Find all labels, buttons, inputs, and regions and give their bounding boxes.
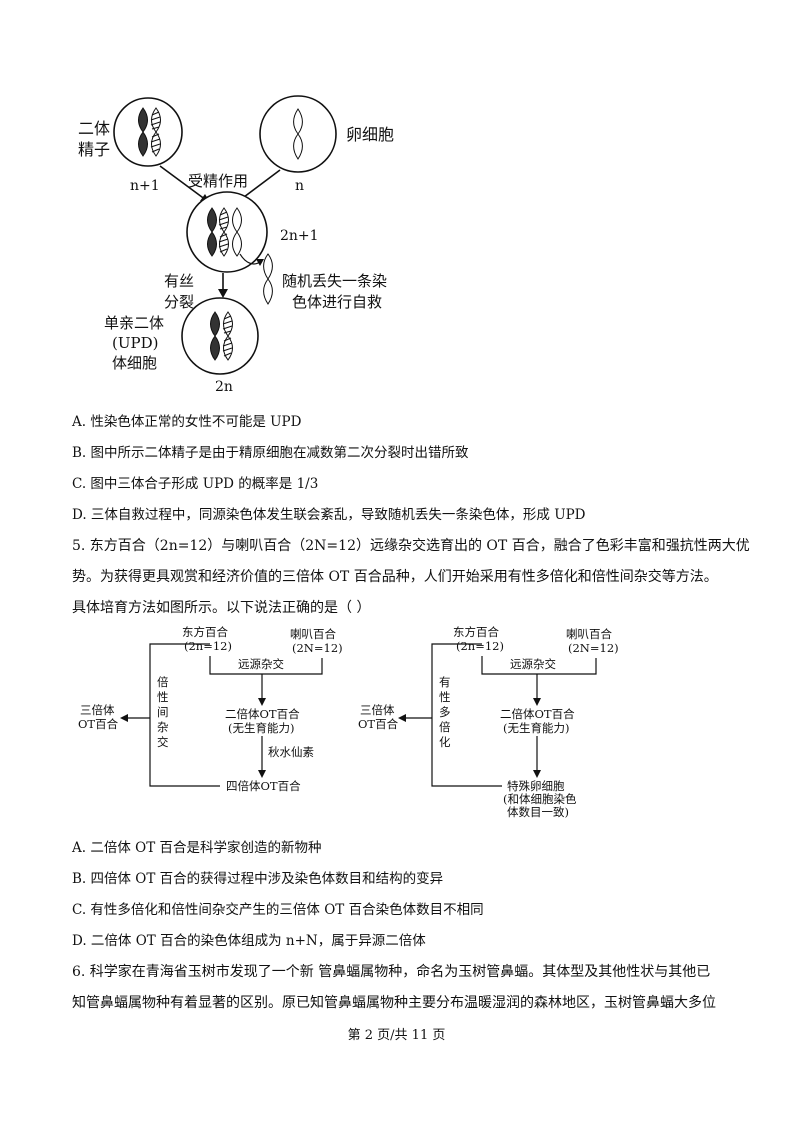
breeding-diagram: 东方百合 (2n=12) 喇叭百合 (2N=12) 远源杂交 二倍体OT百合 (… xyxy=(78,625,619,819)
left-colchicine: 秋水仙素 xyxy=(268,745,314,759)
q6-line-2: 知管鼻蝠属物种有着显著的区别。原已知管鼻蝠属物种主要分布温暖湿润的森林地区，玉树… xyxy=(72,995,716,1011)
right-side-2: 性 xyxy=(439,690,451,704)
loss-label-1: 随机丢失一条染 xyxy=(282,272,387,290)
right-parent1-ploidy: (2n=12) xyxy=(456,639,504,653)
left-result-2: OT百合 xyxy=(78,717,119,731)
upd-chromosomes xyxy=(210,311,233,361)
left-parent2-ploidy: (2N=12) xyxy=(292,641,343,655)
q5-option-b: B. 四倍体 OT 百合的获得过程中涉及染色体数目和结构的变异 xyxy=(72,871,444,887)
left-parent2-name: 喇叭百合 xyxy=(290,627,336,641)
right-result-1: 三倍体 xyxy=(360,703,395,717)
left-tetraploid: 四倍体OT百合 xyxy=(226,779,301,793)
right-sterile: (无生育能力) xyxy=(503,721,569,735)
q5-option-d: D. 二倍体 OT 百合的染色体组成为 n+N，属于异源二倍体 xyxy=(72,933,426,949)
upd-ploidy: 2n xyxy=(215,379,233,395)
zygote-cell xyxy=(186,191,268,273)
left-side-3: 间 xyxy=(157,705,169,719)
q5-line-2: 势。为获得更具观赏和经济价值的三倍体 OT 百合品种，人们开始采用有性多倍化和倍… xyxy=(72,569,718,585)
left-side-1: 倍 xyxy=(157,675,169,689)
q4-option-d: D. 三体自救过程中，同源染色体发生联会紊乱，导致随机丢失一条染色体，形成 UP… xyxy=(72,507,586,523)
sperm-label-2: 精子 xyxy=(78,140,110,159)
right-parent1-name: 东方百合 xyxy=(453,625,499,639)
egg-ploidy: n xyxy=(295,178,304,194)
mitosis-label-2: 分裂 xyxy=(164,293,194,311)
zygote-chromosomes xyxy=(207,207,242,257)
left-parent1-ploidy: (2n=12) xyxy=(184,639,232,653)
q4-option-c: C. 图中三体合子形成 UPD 的概率是 1/3 xyxy=(72,476,319,492)
q4-option-b: B. 图中所示二体精子是由于精原细胞在减数第二次分裂时出错所致 xyxy=(72,445,469,461)
q6-line-1: 6. 科学家在青海省玉树市发现了一个新 管鼻蝠属物种，命名为玉树管鼻蝠。其体型及… xyxy=(72,964,711,980)
egg-chromosome xyxy=(293,108,303,160)
right-parent2-name: 喇叭百合 xyxy=(566,627,612,641)
loss-label-2: 色体进行自救 xyxy=(292,293,382,311)
zygote-ploidy: 2n+1 xyxy=(280,228,319,244)
right-side-1: 有 xyxy=(439,675,451,689)
right-parent2-ploidy: (2N=12) xyxy=(568,641,619,655)
right-side-5: 化 xyxy=(439,735,451,749)
left-side-4: 杂 xyxy=(157,720,169,734)
upd-label-2: (UPD) xyxy=(112,334,158,352)
right-diploid: 二倍体OT百合 xyxy=(500,707,575,721)
upd-cell xyxy=(181,297,259,375)
q5-line-1: 5. 东方百合（2n=12）与喇叭百合（2N=12）远缘杂交选育出的 OT 百合… xyxy=(72,538,750,554)
q5-option-c: C. 有性多倍化和倍性间杂交产生的三倍体 OT 百合染色体数目不相同 xyxy=(72,902,484,918)
sperm-ploidy: n+1 xyxy=(130,178,160,194)
right-egg-2: (和体细胞染色 xyxy=(503,792,577,806)
right-side-4: 倍 xyxy=(439,720,451,734)
left-side-2: 性 xyxy=(157,690,169,704)
upd-diagram: 二体 精子 n+1 卵细胞 n 受精作用 2n+1 随机丢失一条染 色体进行自救… xyxy=(78,95,394,395)
fertilization-label: 受精作用 xyxy=(188,172,248,190)
sperm-label-1: 二体 xyxy=(78,119,110,138)
sperm-cell xyxy=(113,97,183,167)
right-result-2: OT百合 xyxy=(358,717,399,731)
right-egg-3: 体数目一致) xyxy=(507,805,569,819)
q4-option-a: A. 性染色体正常的女性不可能是 UPD xyxy=(72,414,302,430)
egg-label: 卵细胞 xyxy=(346,125,394,144)
lost-chromosome xyxy=(263,253,273,305)
right-egg-1: 特殊卵细胞 xyxy=(507,779,565,793)
left-parent1-name: 东方百合 xyxy=(182,625,228,639)
left-cross-label: 远源杂交 xyxy=(238,657,284,671)
left-diploid: 二倍体OT百合 xyxy=(225,707,300,721)
q5-option-a: A. 二倍体 OT 百合是科学家创造的新物种 xyxy=(72,840,322,856)
upd-label-3: 体细胞 xyxy=(112,354,157,372)
left-result-1: 三倍体 xyxy=(80,703,115,717)
page-footer: 第 2 页/共 11 页 xyxy=(347,1028,446,1043)
left-sterile: (无生育能力) xyxy=(228,721,294,735)
upd-label-1: 单亲二体 xyxy=(104,314,164,332)
sperm-chromosomes xyxy=(138,107,161,157)
right-cross-label: 远源杂交 xyxy=(510,657,556,671)
right-side-3: 多 xyxy=(439,705,451,719)
left-side-5: 交 xyxy=(157,735,169,749)
mitosis-label-1: 有丝 xyxy=(164,272,194,290)
q5-line-3: 具体培育方法如图所示。以下说法正确的是（ ） xyxy=(72,600,371,616)
